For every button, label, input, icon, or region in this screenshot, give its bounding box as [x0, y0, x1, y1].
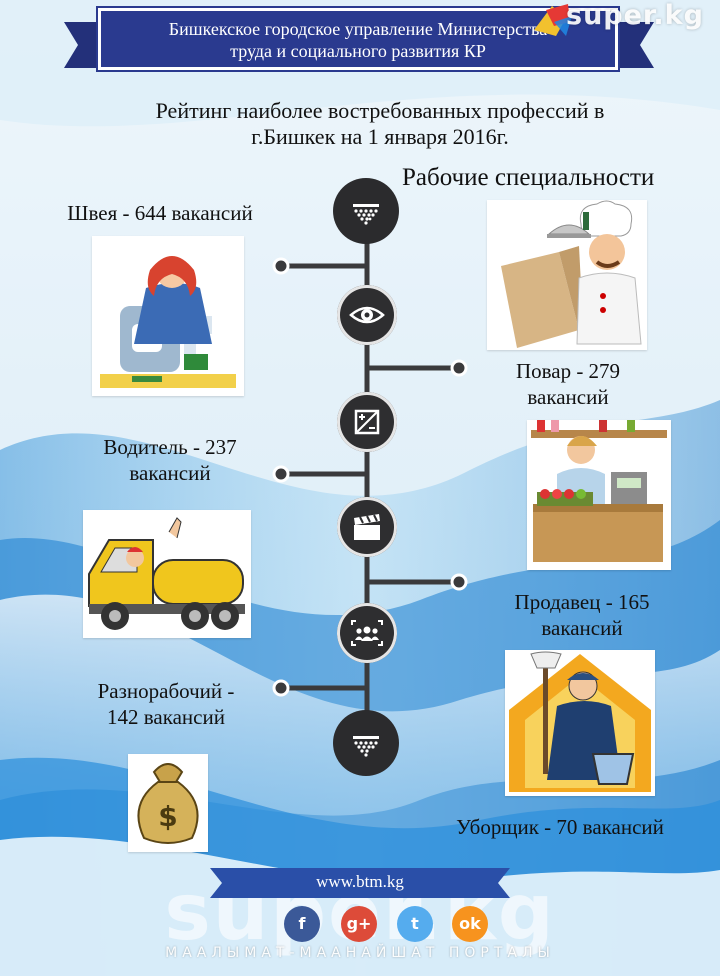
cook-illustration	[487, 200, 647, 350]
banner-line-2: труда и социального развития КР	[230, 41, 486, 61]
label-prodavets: Продавец - 165 вакансий	[476, 589, 688, 641]
section-title: Рабочие специальности	[402, 164, 655, 191]
funnel-node-bottom	[333, 710, 399, 776]
seller-illustration	[527, 420, 671, 570]
moneybag-illustration: $	[128, 754, 208, 852]
seamstress-illustration	[92, 236, 244, 396]
watermark-text: super.kg	[566, 0, 704, 31]
cook-icon	[501, 200, 642, 348]
truck-icon	[88, 517, 245, 630]
exposure-icon	[354, 409, 380, 435]
svg-text:$: $	[158, 800, 177, 833]
title-line-2: г.Бишкек на 1 января 2016г.	[251, 124, 509, 149]
money-bag-icon: $	[137, 763, 199, 844]
label-raznorab-line2: 142 вакансий	[107, 705, 225, 729]
clapper-node	[337, 497, 397, 557]
seller-icon	[531, 420, 667, 562]
cleaner-illustration	[505, 650, 655, 796]
odnoklassniki-icon[interactable]: ok	[452, 906, 488, 942]
cleaner-icon	[509, 651, 651, 792]
label-prodavets-line1: Продавец - 165	[514, 590, 650, 614]
label-voditel-line1: Водитель - 237	[103, 435, 237, 459]
footer-portal-text: МААЛЫМАТ-МААНАЙШАТ ПОРТАЛЫ	[165, 945, 555, 961]
facebook-icon[interactable]: f	[284, 906, 320, 942]
footer-url[interactable]: www.btm.kg	[316, 872, 404, 891]
header-banner: Бишкекское городское управление Министер…	[98, 8, 618, 70]
footer-url-band	[210, 868, 510, 898]
label-raznorabochiy: Разнорабочий - 142 вакансий	[66, 678, 266, 730]
funnel-icon	[353, 204, 379, 225]
title-line-1: Рейтинг наиболее востребованных професси…	[155, 98, 605, 123]
exposure-node	[337, 392, 397, 452]
group-node	[337, 603, 397, 663]
page-title: Рейтинг наиболее востребованных професси…	[60, 98, 700, 150]
seamstress-icon	[100, 256, 236, 388]
label-povar: Повар - 279 вакансий	[478, 358, 658, 410]
funnel-node-top	[333, 178, 399, 244]
clapperboard-icon	[354, 514, 380, 540]
label-prodavets-line2: вакансий	[541, 616, 623, 640]
label-povar-line2: вакансий	[527, 385, 609, 409]
superkg-logo-icon	[534, 4, 572, 36]
funnel-icon	[353, 736, 379, 757]
truck-illustration	[83, 510, 251, 638]
label-voditel: Водитель - 237 вакансий	[70, 434, 270, 486]
eye-node	[337, 285, 397, 345]
label-raznorab-line1: Разнорабочий -	[97, 679, 235, 703]
label-povar-line1: Повар - 279	[515, 359, 621, 383]
banner-line-1: Бишкекское городское управление Министер…	[168, 19, 548, 39]
label-uborshik: Уборщик - 70 вакансий	[456, 815, 664, 839]
google-plus-icon[interactable]: g+	[341, 906, 377, 942]
eye-icon	[349, 306, 385, 324]
label-voditel-line2: вакансий	[129, 461, 211, 485]
twitter-icon[interactable]: t	[397, 906, 433, 942]
group-icon	[351, 620, 383, 646]
label-shveya: Швея - 644 вакансий	[67, 201, 253, 225]
